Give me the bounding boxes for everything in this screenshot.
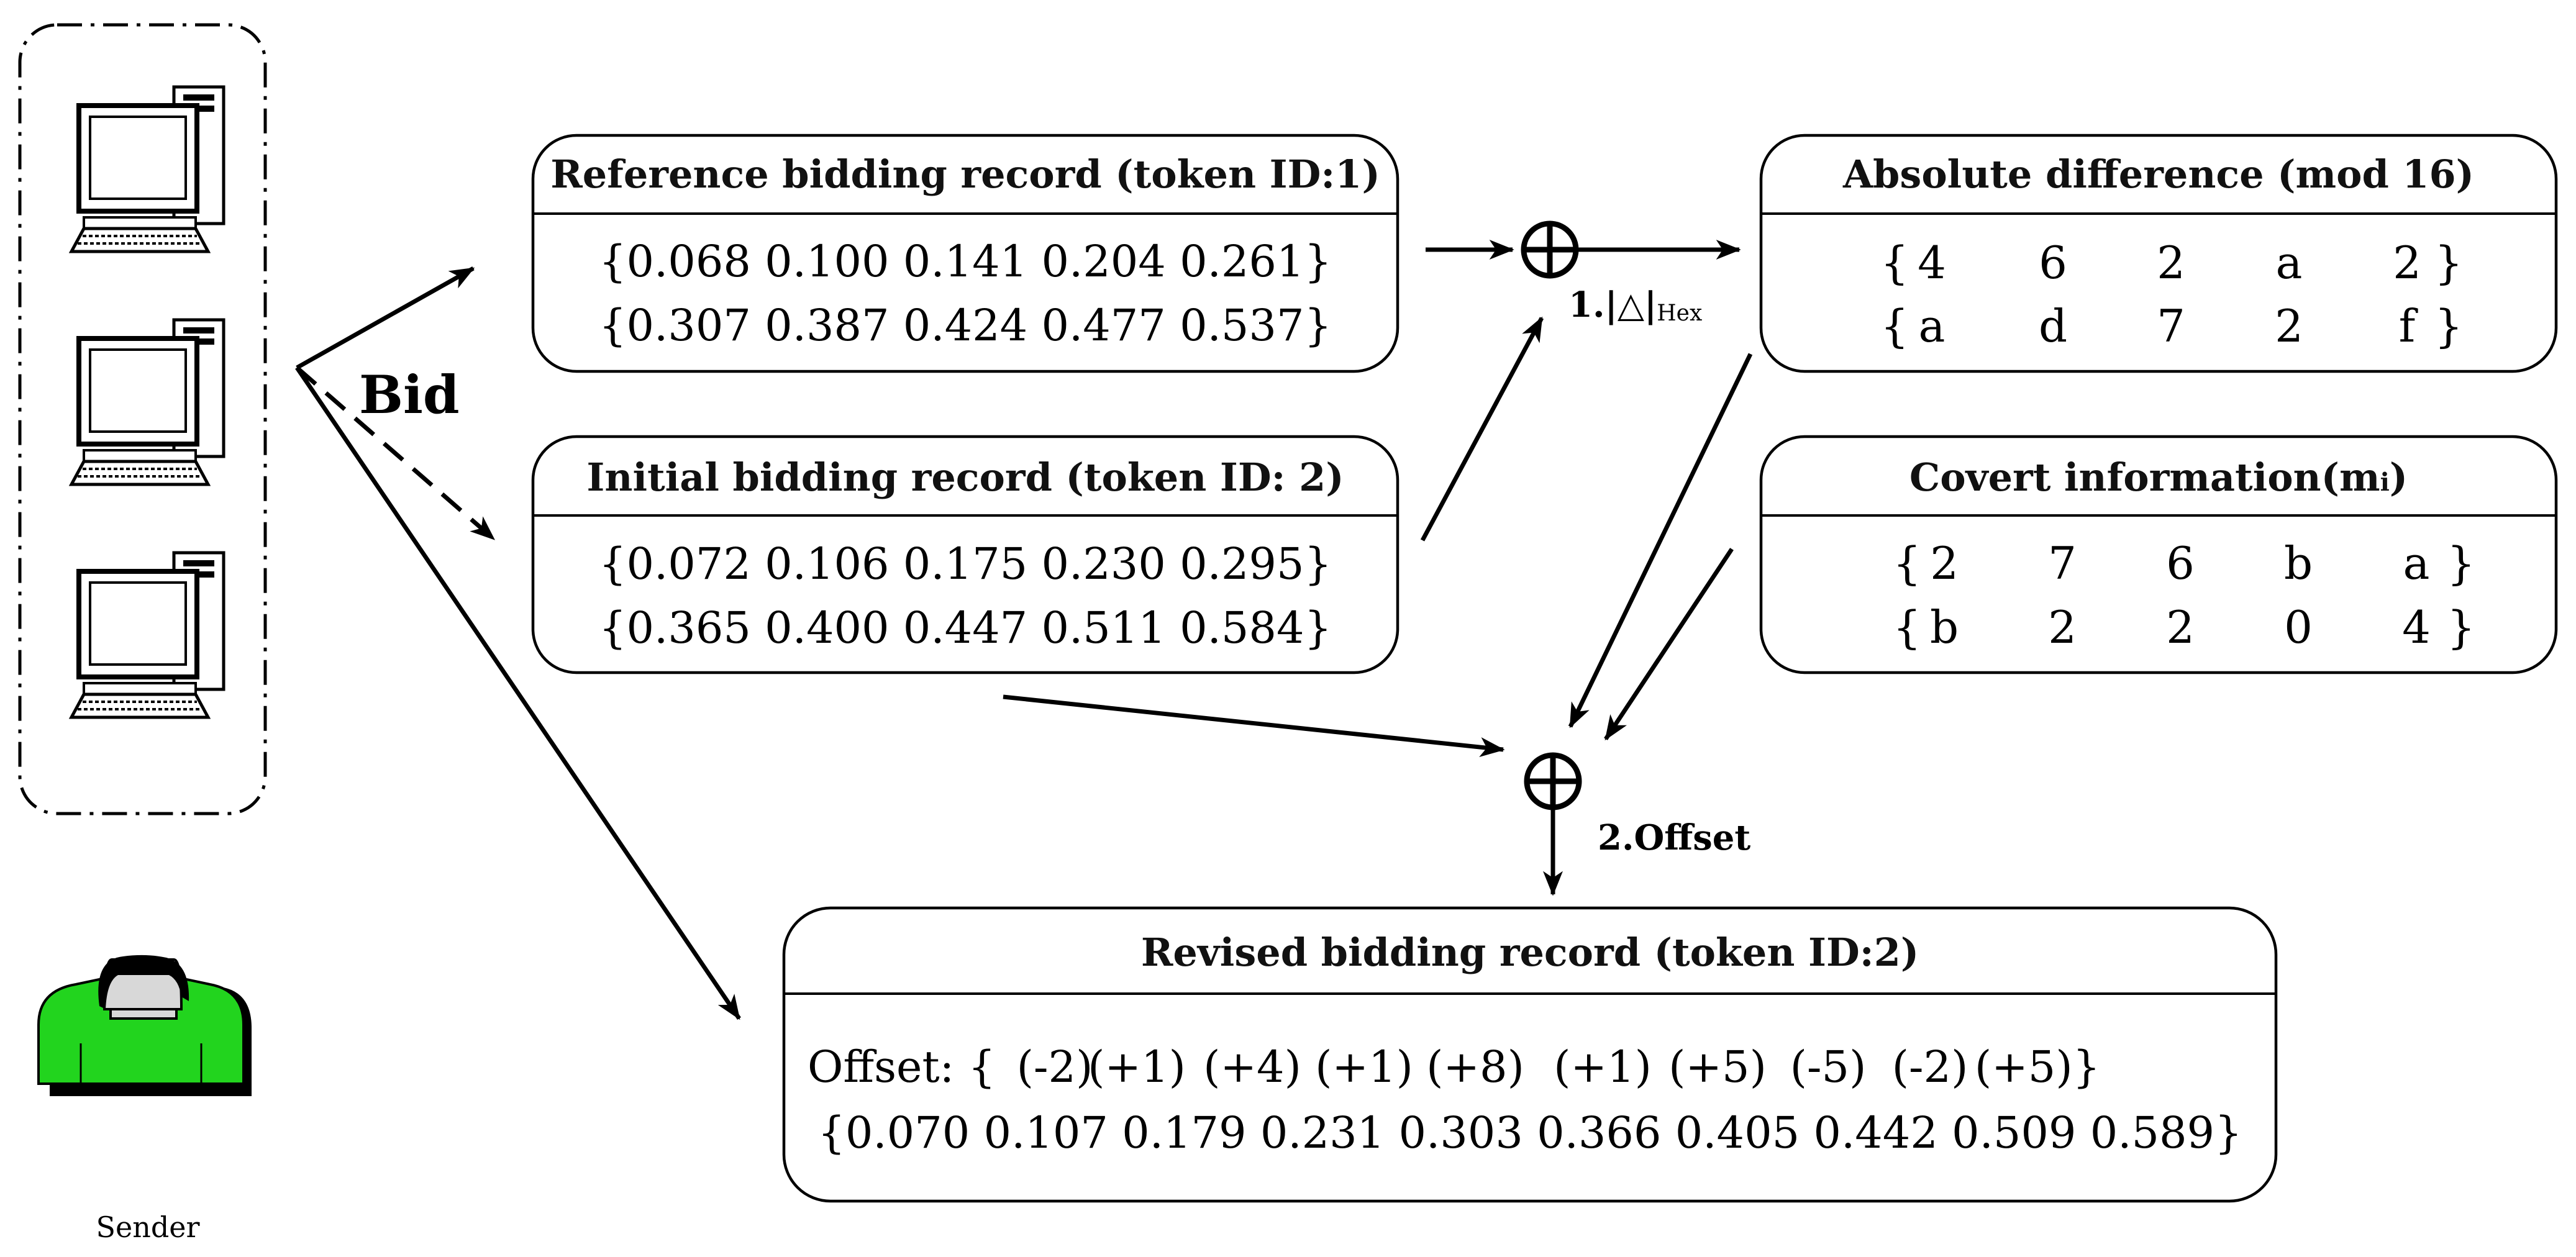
revised-record-title: Revised bidding record (token ID:2) (1141, 930, 1919, 975)
offset-value: (-2) (1892, 1041, 1968, 1092)
step2-label: 2.Offset (1598, 817, 1750, 858)
offset-value: (+1) (1315, 1041, 1413, 1092)
hex-cell: 6 (2166, 537, 2195, 589)
xor-icon (1524, 752, 1582, 810)
initial-record-title: Initial bidding record (token ID: 2) (586, 455, 1344, 500)
initial-record-line-1: {0.072 0.106 0.175 0.230 0.295} (599, 538, 1332, 589)
offset-value: (+8) (1426, 1041, 1524, 1092)
svg-text:}: } (2447, 537, 2475, 589)
initial-record-box: Initial bidding record (token ID: 2) {0.… (531, 435, 1400, 674)
hex-cell: 7 (2157, 300, 2185, 352)
offset-value: (+5)} (1975, 1041, 2100, 1092)
offset-value: (-2) (1017, 1041, 1093, 1092)
hex-cell: 2 (2048, 601, 2077, 653)
covert-information-row-2: { b 2 2 0 4 } (1893, 601, 2475, 653)
bid-label: Bid (359, 364, 460, 425)
absolute-difference-box: Absolute difference (mod 16) { 4 6 2 a 2… (1759, 134, 2558, 373)
arrow-to-revised (295, 366, 741, 1020)
xor-icon (1521, 220, 1579, 279)
reference-record-box: Reference bidding record (token ID:1) {0… (531, 134, 1400, 373)
offset-value: (-5) (1790, 1041, 1867, 1092)
svg-text:}: } (2434, 237, 2463, 289)
sender-figure: Sender (37, 955, 252, 1244)
hex-cell: 2 (2166, 601, 2195, 653)
absolute-difference-title: Absolute difference (mod 16) (1842, 152, 2474, 197)
hex-cell: 4 (1918, 237, 1946, 289)
hex-cell: a (2276, 237, 2303, 289)
computer-icon (68, 318, 225, 486)
person-icon (37, 955, 252, 1096)
sender-label: Sender (96, 1210, 199, 1244)
absolute-difference-row-1: { 4 6 2 a 2 } (1880, 237, 2463, 289)
arrow-to-reference (296, 266, 475, 370)
covert-information-row-1: { 2 7 6 b a } (1893, 537, 2475, 589)
offset-prefix: Offset: { (808, 1041, 996, 1092)
svg-text:{: { (1893, 601, 1921, 653)
reference-record-line-2: {0.307 0.387 0.424 0.477 0.537} (599, 300, 1332, 351)
reference-record-line-1: {0.068 0.100 0.141 0.204 0.261} (599, 236, 1332, 287)
arrow-to-initial (295, 366, 496, 541)
hex-cell: b (2284, 537, 2313, 589)
hex-cell: 6 (2039, 237, 2067, 289)
svg-text:{: { (1880, 300, 1909, 352)
hex-cell: a (2403, 537, 2430, 589)
hex-cell: 7 (2048, 537, 2077, 589)
hex-cell: 4 (2402, 601, 2431, 653)
svg-text:{: { (1893, 537, 1921, 589)
hex-cell: 2 (1930, 537, 1959, 589)
xor-operator-2: 2.Offset (1003, 353, 1753, 896)
hex-cell: 2 (2393, 237, 2421, 289)
hex-cell: b (1930, 601, 1959, 653)
revised-record-box: Revised bidding record (token ID:2) Offs… (782, 906, 2278, 1203)
offset-value: (+1) (1554, 1041, 1652, 1092)
covert-information-title: Covert information(mi) (1909, 455, 2408, 500)
revised-record-line-2: {0.070 0.107 0.179 0.231 0.303 0.366 0.4… (817, 1107, 2242, 1158)
covert-information-box: Covert information(mi) { 2 7 6 b a } { b… (1759, 435, 2558, 674)
hex-cell: 0 (2284, 601, 2313, 653)
reference-record-title: Reference bidding record (token ID:1) (550, 152, 1380, 197)
computers-group (18, 23, 267, 815)
revised-record-offsets: Offset: { (-2) (+1) (+4) (+1) (+8) (+1) … (808, 1041, 2100, 1092)
offset-value: (+1) (1088, 1041, 1186, 1092)
hex-cell: f (2399, 300, 2418, 352)
offset-value: (+4) (1203, 1041, 1301, 1092)
svg-text:}: } (2447, 601, 2475, 653)
step1-label: 1.|△|Hex (1568, 284, 1702, 326)
initial-record-line-2: {0.365 0.400 0.447 0.511 0.584} (599, 602, 1332, 653)
hex-cell: a (1919, 300, 1946, 352)
svg-text:{: { (1880, 237, 1909, 289)
computer-icon (68, 551, 225, 719)
svg-text:}: } (2434, 300, 2463, 352)
bid-arrows: Bid (295, 266, 741, 1020)
hex-cell: d (2039, 300, 2067, 352)
computer-icon (68, 85, 225, 253)
absolute-difference-row-2: { a d 7 2 f } (1880, 300, 2463, 352)
xor-operator-1: 1.|△|Hex (1420, 220, 1741, 542)
hex-cell: 2 (2275, 300, 2303, 352)
hex-cell: 2 (2157, 237, 2185, 289)
offset-value: (+5) (1668, 1041, 1767, 1092)
